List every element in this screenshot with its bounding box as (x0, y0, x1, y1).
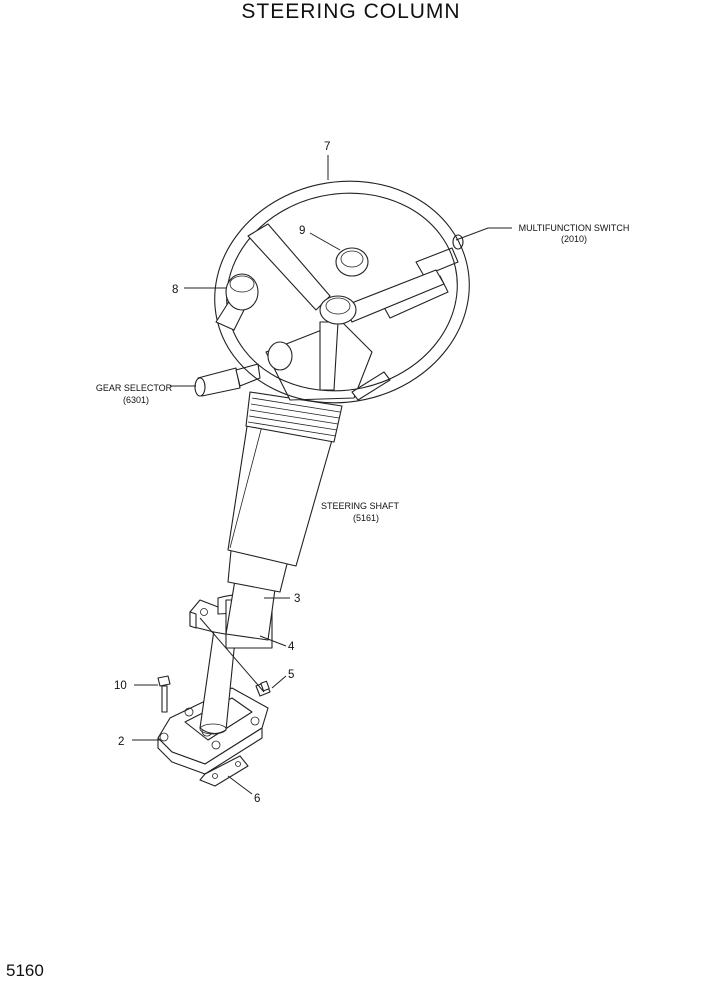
callout-5: 5 (288, 669, 294, 681)
multifunction-stalk (351, 234, 464, 401)
page-title: STEERING COLUMN (241, 0, 461, 23)
callout-6: 6 (254, 793, 260, 805)
gear-selector-label: GEAR SELECTOR (96, 383, 173, 393)
multifunction-switch-code: (2010) (561, 234, 587, 244)
bolt-10 (157, 675, 171, 713)
bolt-5 (255, 680, 271, 697)
steering-shaft (225, 419, 333, 641)
leader-lines (132, 155, 512, 795)
bellows-boot (245, 391, 343, 443)
gasket (199, 755, 249, 787)
gear-selector-code: (6301) (123, 395, 149, 405)
horn-button (335, 247, 369, 277)
steering-shaft-label: STEERING SHAFT (321, 501, 400, 511)
page-number: 5160 (6, 961, 44, 980)
callout-9: 9 (299, 225, 305, 237)
gear-selector (194, 363, 261, 397)
column-housing (265, 321, 373, 401)
spinner-knob (215, 273, 259, 331)
callout-8: 8 (172, 284, 178, 296)
callout-10: 10 (114, 680, 127, 692)
callout-4: 4 (288, 641, 295, 653)
callout-3: 3 (294, 593, 300, 605)
multifunction-switch-label: MULTIFUNCTION SWITCH (519, 223, 630, 233)
callout-2: 2 (118, 736, 124, 748)
steering-wheel (214, 180, 470, 404)
steering-shaft-code: (5161) (353, 513, 379, 523)
callout-7: 7 (324, 141, 330, 153)
